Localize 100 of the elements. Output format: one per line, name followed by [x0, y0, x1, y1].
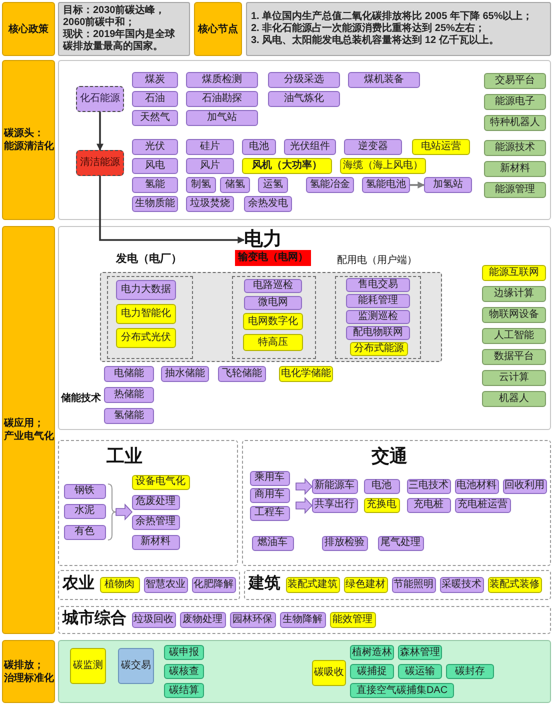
topic-box: 电力智能化	[116, 304, 176, 324]
dashed-group-box	[58, 440, 238, 566]
topic-box: 电池	[364, 478, 400, 494]
topic-box: 逆变器	[344, 139, 402, 155]
topic-box: 生物降解	[280, 612, 326, 628]
group-heading: 工业	[106, 446, 142, 466]
topic-box: 回收利用	[502, 478, 546, 494]
topic-box: 森林管理	[398, 645, 442, 660]
topic-box: 工程车	[250, 506, 290, 520]
topic-box: 共享出行	[312, 498, 358, 512]
topic-box: 抽水储能	[161, 366, 209, 382]
topic-box: 光伏	[132, 139, 178, 155]
topic-box: 智慧农业	[144, 576, 188, 592]
topic-box: 充电桩运营	[454, 498, 510, 512]
topic-box: 加气站	[186, 110, 258, 126]
topic-box: 数据平台	[482, 349, 546, 365]
highlighted-heading: 输变电（电网）	[235, 250, 311, 266]
topic-box: 油气炼化	[268, 91, 340, 107]
topic-box: 边缘计算	[482, 286, 546, 302]
topic-box: 碳封存	[446, 664, 494, 679]
section-label: 核心节点	[194, 2, 242, 56]
group-heading: 建筑	[248, 574, 280, 593]
section-label: 碳排放；治理标准化	[2, 640, 55, 703]
topic-box: 分级采选	[268, 72, 340, 88]
topic-box: 垃圾回收	[132, 612, 176, 628]
topic-box: 氢储能	[104, 408, 154, 424]
topic-box: 煤机装备	[348, 72, 420, 88]
section-panel	[58, 640, 551, 703]
topic-box: 监测巡检	[346, 310, 410, 324]
arrow	[410, 182, 425, 188]
note-text: 1. 单位国内生产总值二氧化碳排放将比 2005 年下降 65%以上；	[251, 11, 534, 22]
topic-box: 物联网设备	[482, 307, 546, 323]
group-heading: 农业	[62, 574, 94, 593]
dashed-group-box	[58, 606, 551, 634]
topic-box: 乘用车	[250, 470, 290, 486]
topic-box: 电站运营	[412, 139, 470, 155]
note-text: 目标：2030前碳达峰，2060前碳中和；	[63, 5, 166, 28]
curly-brace	[108, 484, 116, 540]
topic-box: 碳交易	[118, 648, 154, 684]
topic-box: 海缆（海上风电）	[340, 158, 426, 174]
topic-box: 余热发电	[244, 196, 292, 212]
topic-box: 充换电	[364, 498, 400, 512]
topic-box: 电池材料	[454, 478, 498, 494]
topic-box: 废物处理	[180, 612, 226, 628]
topic-box: 生物质能	[132, 196, 178, 212]
topic-box: 尾气处理	[378, 536, 424, 550]
category-box: 化石能源	[76, 86, 124, 112]
topic-box: 石油勘探	[186, 91, 258, 107]
note-text: 现状：2019年国内是全球碳排放量最高的国家。	[63, 29, 176, 53]
topic-box: 能效管理	[330, 612, 376, 628]
note-box	[246, 2, 551, 56]
topic-box: 飞轮储能	[218, 366, 266, 382]
topic-box: 碳申报	[164, 645, 204, 660]
topic-box: 三电技术	[406, 478, 450, 494]
section-panel	[58, 226, 551, 430]
topic-box: 园林环保	[230, 612, 276, 628]
topic-box: 植物肉	[100, 576, 140, 592]
topic-box: 热储能	[104, 387, 154, 403]
topic-box: 电路巡检	[244, 279, 302, 293]
arrow	[96, 112, 104, 151]
topic-box: 电力大数据	[116, 280, 176, 300]
dashed-group-box	[242, 440, 551, 566]
block-arrow	[296, 496, 313, 514]
topic-box: 余热管理	[132, 514, 180, 530]
note-text: 3. 风电、太阳能发电总装机容量将达到 12 亿千瓦以上。	[251, 35, 500, 47]
topic-box: 排放检验	[322, 536, 368, 550]
group-heading: 交通	[372, 446, 408, 466]
topic-box: 天然气	[132, 110, 178, 126]
topic-box: 新材料	[484, 161, 546, 177]
section-label: 核心政策	[2, 2, 55, 56]
topic-box: 加氢站	[424, 177, 472, 193]
topic-box: 设备电气化	[132, 474, 190, 490]
topic-box: 分布式能源	[350, 342, 408, 356]
topic-box: 水泥	[64, 504, 106, 518]
topic-box: 电储能	[104, 366, 154, 382]
topic-box: 碳运输	[398, 664, 442, 679]
note-box	[58, 2, 190, 56]
topic-box: 氢能	[132, 177, 178, 193]
topic-box: 交易平台	[484, 73, 546, 89]
topic-box: 氢能冶金	[306, 177, 354, 193]
topic-box: 装配式装修	[488, 576, 542, 592]
topic-box: 碳吸收	[312, 660, 346, 686]
topic-box: 能源互联网	[482, 265, 546, 281]
topic-box: 微电网	[244, 296, 302, 310]
topic-box: 能耗管理	[346, 294, 410, 308]
topic-box: 直接空气碳捕集DAC	[350, 683, 454, 698]
topic-box: 煤炭	[132, 72, 178, 88]
group-label: 储能技术	[61, 392, 101, 405]
topic-box: 钢铁	[64, 484, 106, 498]
section-panel	[58, 60, 551, 220]
block-arrow	[296, 478, 313, 496]
section-title: 电力	[244, 229, 284, 251]
block-arrow	[116, 503, 133, 521]
topic-box: 碳结算	[164, 683, 204, 698]
topic-box: 人工智能	[482, 328, 546, 344]
topic-box: 光伏组件	[284, 139, 336, 155]
category-box: 清洁能源	[76, 150, 124, 176]
topic-box: 机器人	[482, 391, 546, 407]
section-label: 碳源头：能源清洁化	[2, 60, 55, 220]
topic-box: 装配式建筑	[286, 576, 340, 592]
